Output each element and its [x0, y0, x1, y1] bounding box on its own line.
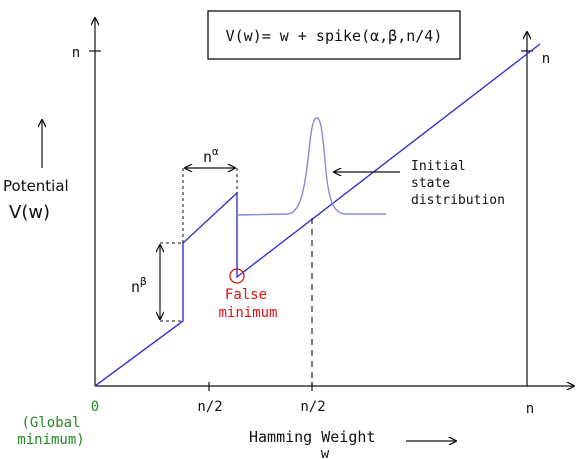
false-minimum-marker: [229, 268, 245, 284]
y-axis-title: Potential: [3, 177, 69, 195]
n-beta-label: nβ: [131, 275, 147, 296]
initial-label-line1: Initial: [411, 159, 466, 174]
initial-label-line2: state: [411, 176, 450, 191]
initial-distribution-curve: [235, 117, 386, 216]
x-tick-label-1: n/2: [197, 399, 222, 415]
global-minimum-label-line2: minimum): [17, 432, 84, 448]
x-tick-label-2: n/2: [300, 399, 325, 415]
initial-label-line3: distribution: [411, 193, 505, 208]
right-axis-tick-label: n: [542, 51, 550, 67]
n-alpha-label: nα: [203, 145, 219, 166]
x-tick-label-0: 0: [91, 399, 99, 415]
x-axis-title: Hamming Weight: [249, 428, 375, 446]
x-axis-variable: w: [321, 446, 330, 459]
false-minimum-label-line1: False: [225, 287, 267, 303]
global-minimum-label-line1: (Global: [21, 415, 80, 431]
false-minimum-label-line2: minimum: [218, 305, 277, 321]
formula-box: V(w)= w + spike(α,β,n/4): [207, 10, 461, 60]
potential-curve: [94, 43, 541, 387]
y-axis-function: V(w): [9, 202, 50, 223]
x-tick-label-3: n: [526, 401, 534, 417]
y-tick-label: n: [72, 45, 80, 61]
formula-box-border: [207, 10, 461, 60]
formula-text: V(w)= w + spike(α,β,n/4): [226, 27, 443, 45]
